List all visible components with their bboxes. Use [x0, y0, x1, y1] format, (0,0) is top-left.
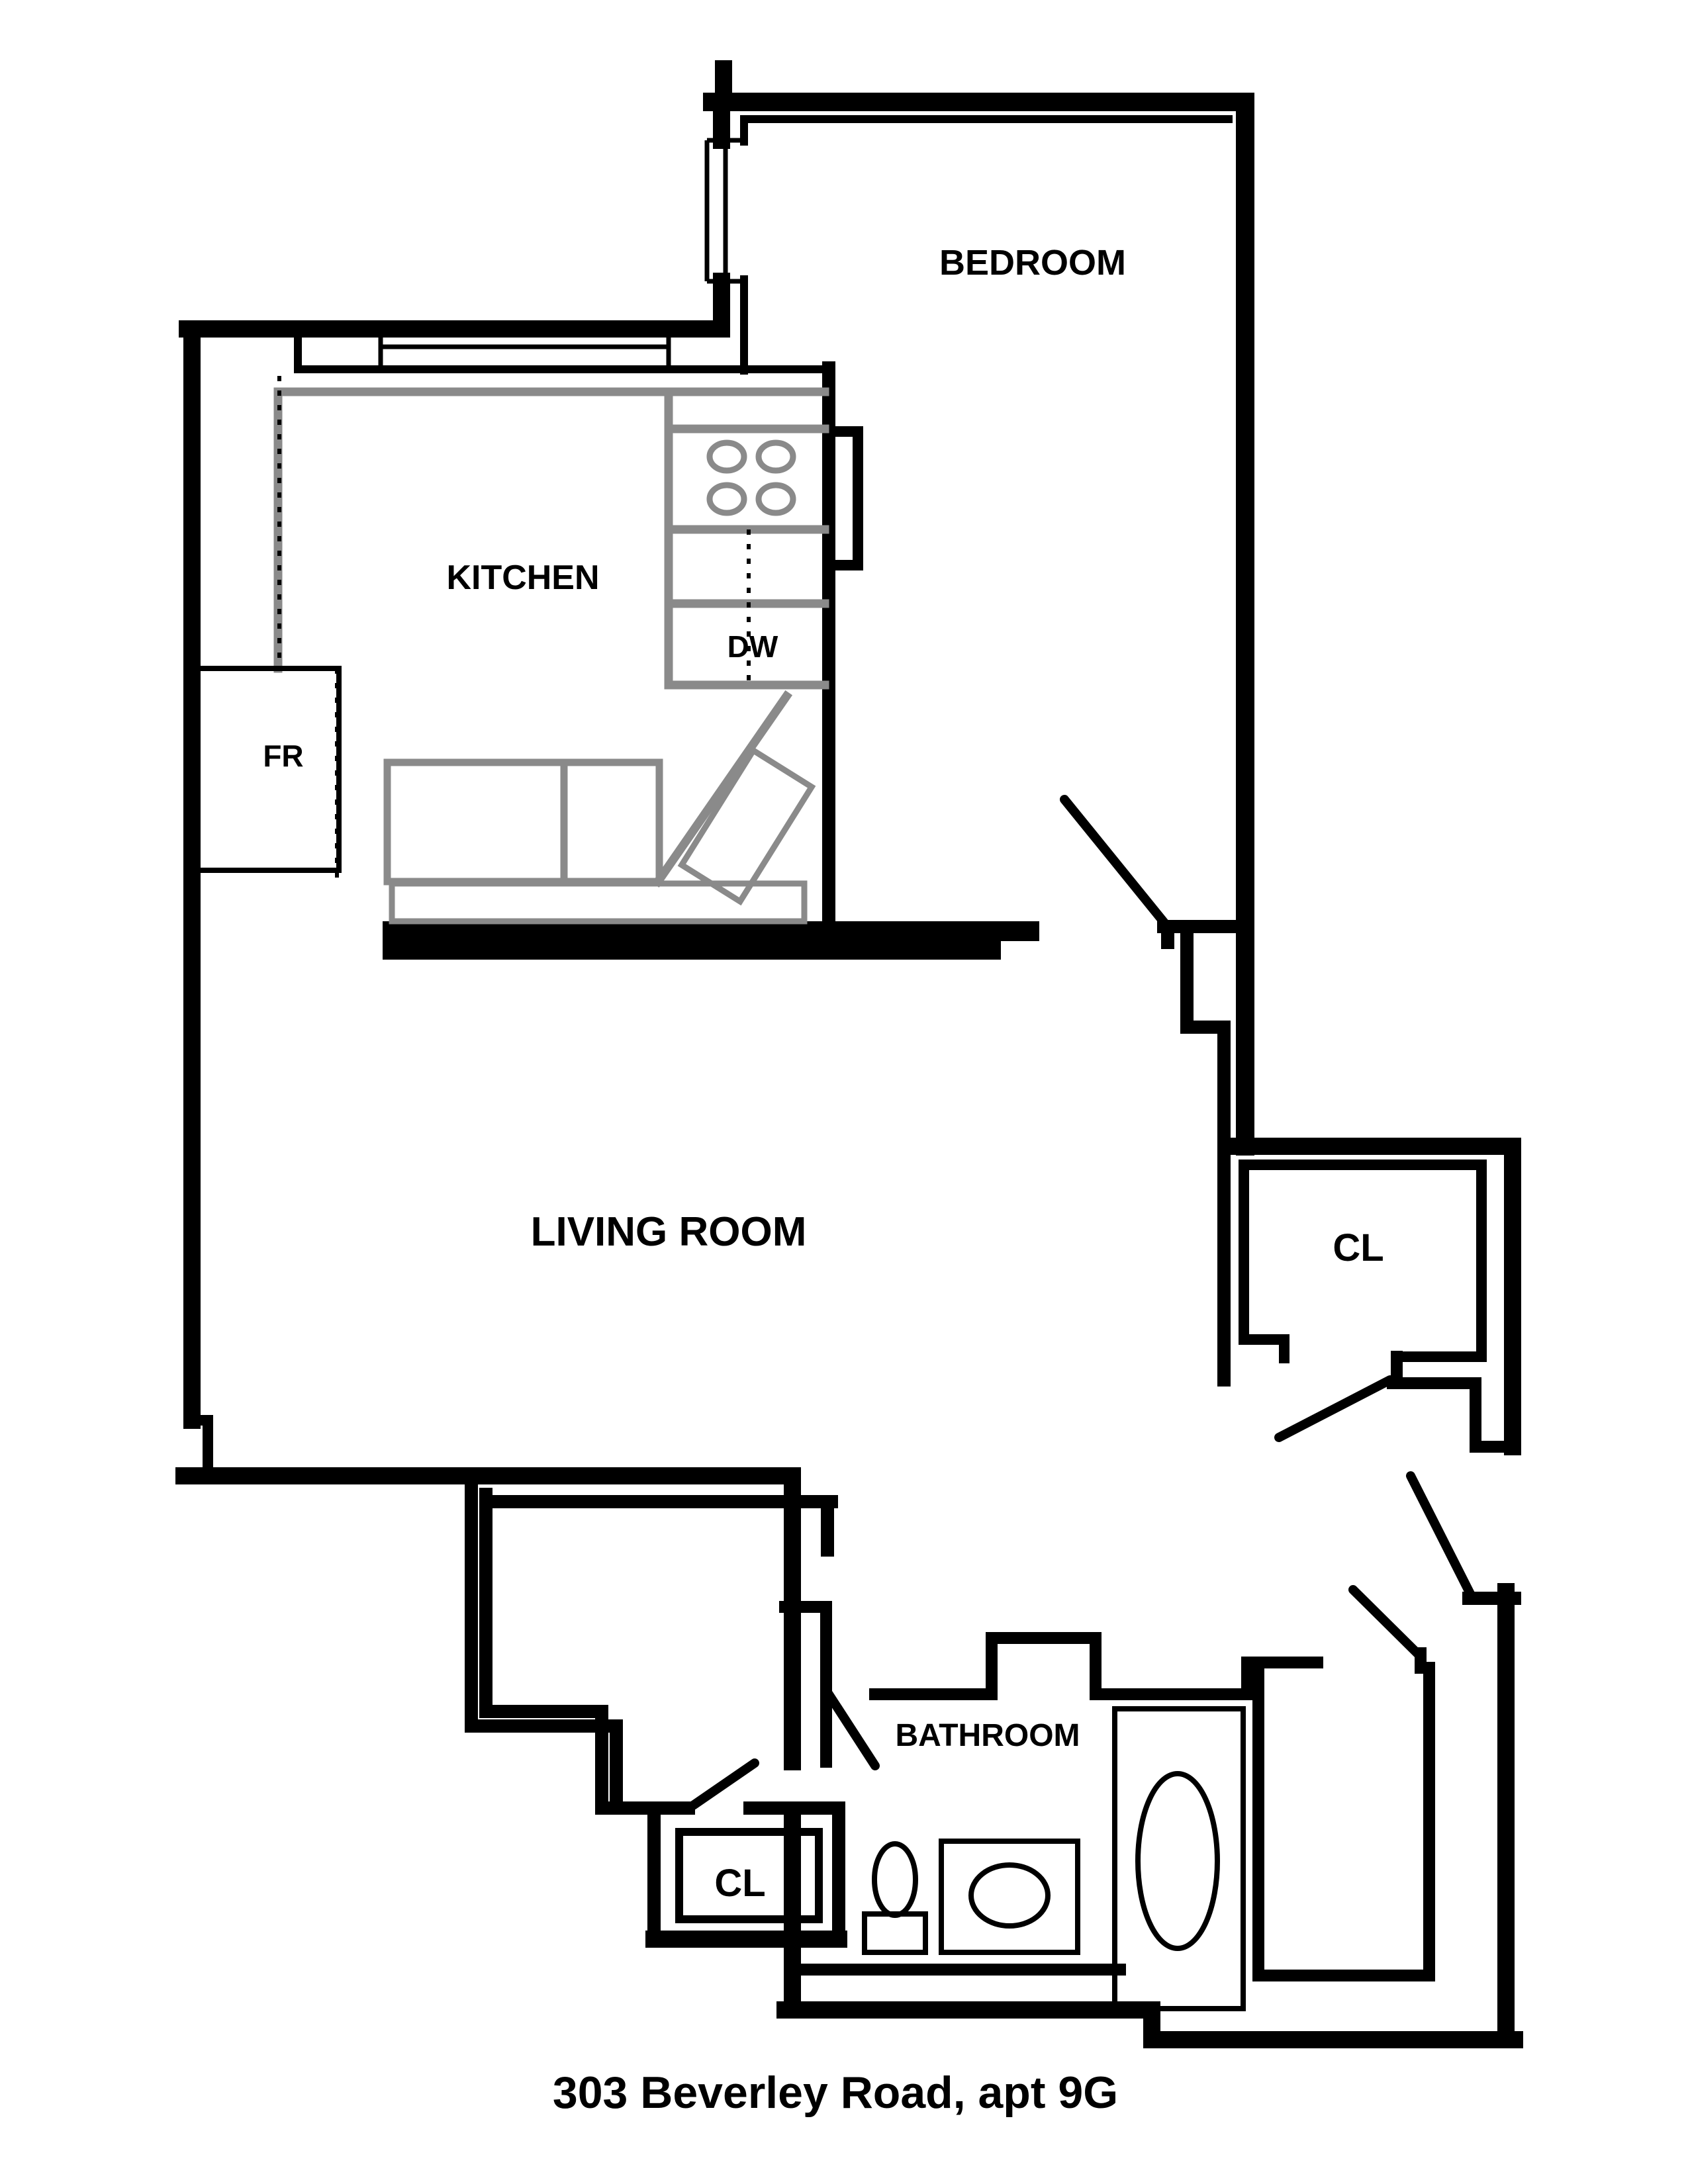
kitchen-window	[378, 331, 671, 368]
dishwasher-label: DW	[727, 629, 778, 664]
closet-bottom-walls	[595, 1801, 847, 1948]
bottom-right-room-door	[1348, 1585, 1425, 1661]
fridge-label: FR	[263, 739, 303, 773]
bathtub-rim	[1112, 1706, 1246, 2011]
hall-door	[1406, 1471, 1475, 1598]
bathtub	[1112, 1706, 1246, 2011]
hallway-walls	[1180, 932, 1231, 1387]
toilet-tank	[862, 1911, 928, 1955]
sink	[939, 1839, 1080, 1955]
kitchen-label: KITCHEN	[446, 559, 599, 597]
living-room-label: LIVING ROOM	[531, 1209, 807, 1255]
kitchen-walls	[179, 320, 1039, 960]
bedroom-door	[1060, 795, 1171, 930]
living-room-walls	[175, 320, 838, 1557]
closet-right-door	[1274, 1375, 1395, 1442]
bathroom-door	[824, 1690, 880, 1770]
stove-burners-icon	[706, 439, 796, 516]
plan-title: 303 Beverley Road, apt 9G	[553, 2068, 1118, 2118]
kitchen-counter-strip	[389, 880, 808, 925]
closet-bottom-door	[688, 1758, 759, 1810]
bedroom-label: BEDROOM	[939, 243, 1126, 283]
bottom-right-room-walls	[1241, 1583, 1521, 2048]
bathtub-basin	[1135, 1771, 1220, 1951]
bedroom-niche	[830, 426, 863, 570]
kitchen-seat-right	[560, 758, 663, 886]
kitchen-seat-left	[383, 758, 568, 886]
sink-counter	[939, 1839, 1080, 1955]
closet-right-label: CL	[1333, 1226, 1383, 1269]
bathroom-walls	[776, 1632, 1523, 2048]
fridge	[195, 376, 342, 887]
kitchen-south-wall	[383, 921, 1039, 960]
kitchen-tilted-seat	[677, 746, 816, 906]
vestibule-walls	[465, 1469, 832, 2019]
kitchen-counters	[273, 387, 829, 925]
bedroom-window	[704, 138, 744, 284]
closet-bottom-label: CL	[714, 1862, 765, 1905]
bathroom-label: BATHROOM	[895, 1718, 1080, 1753]
closet-right-walls	[1225, 1138, 1521, 1455]
counter-diagonal	[651, 690, 793, 888]
sink-basin	[968, 1862, 1051, 1929]
toilet-bowl	[872, 1841, 918, 1918]
toilet	[862, 1841, 928, 1955]
closet-bottom-inner	[675, 1828, 823, 1923]
